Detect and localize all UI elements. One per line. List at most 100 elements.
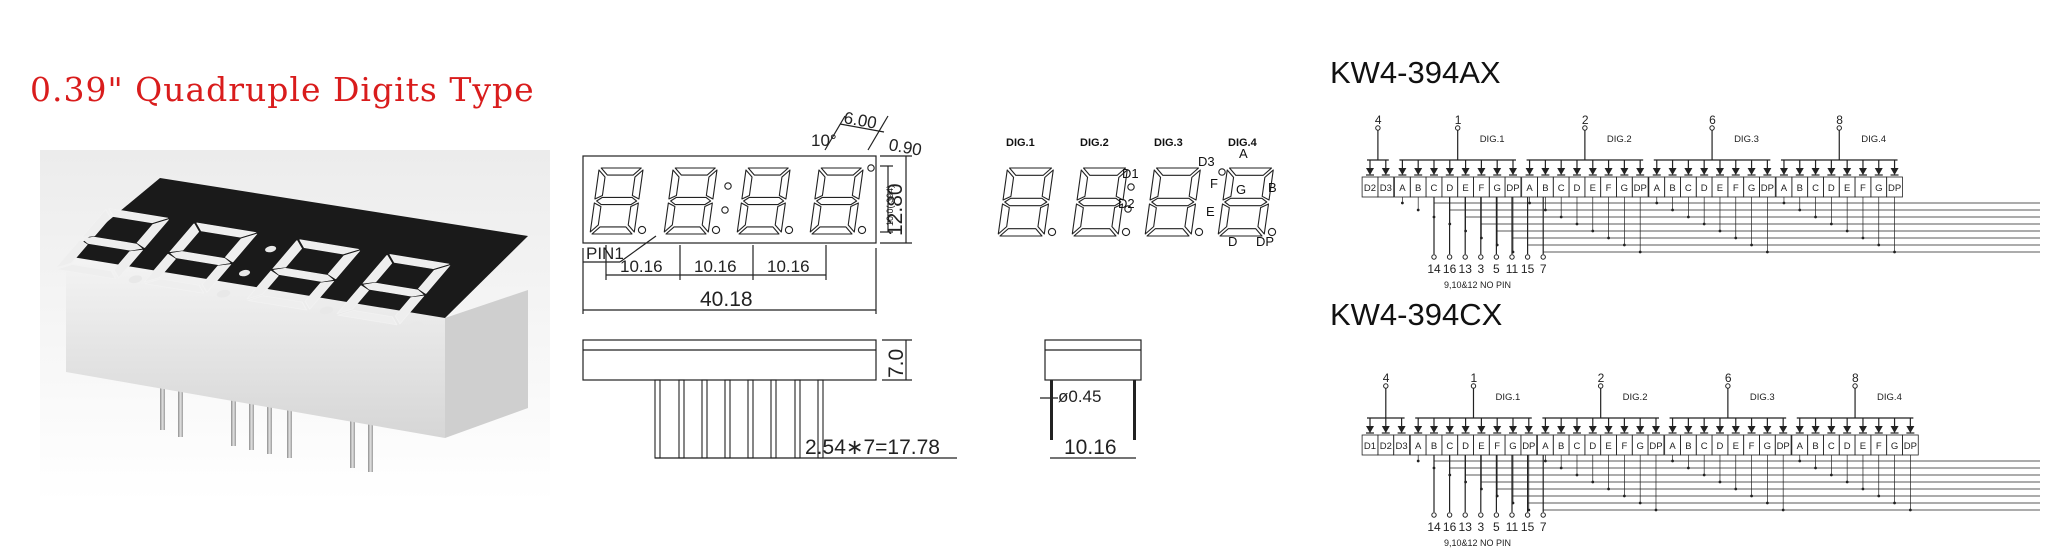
segment-g [170,251,231,266]
bus-pin-node-3 [1597,383,1604,389]
cell-junction-23 [1718,229,1722,233]
diode-29 [1811,168,1820,175]
out-pin-7: 15 [1521,262,1535,276]
segment-f [594,169,606,200]
out-pin-5: 5 [1493,520,1500,534]
pin1-label: PIN1 [586,244,624,263]
bus-pin-node-3 [1582,125,1588,131]
segment-f [272,240,303,269]
common-pin-3: 2 [1582,113,1589,127]
cell-junction-32 [1861,487,1865,491]
cell-label-1: D2 [1364,183,1376,194]
segment-e [589,202,602,233]
diode-17 [1620,426,1629,433]
label-digit-1 [997,167,1054,237]
cell-label-28: A [1797,441,1804,452]
diode-21 [1684,426,1693,433]
diode-8 [1477,426,1486,433]
segment-c [774,202,786,233]
cell-junction-30 [1829,473,1833,477]
model-cx-title: KW4-394CX [1330,297,1503,332]
cell-label-17: G [1621,183,1628,194]
out-pin-2: 16 [1443,262,1457,276]
product-photo [40,150,550,502]
cell-junction-18 [1638,250,1642,254]
photo-body-front [66,256,445,438]
segment-b [136,219,170,248]
cell-label-15: D [1589,441,1596,452]
cell-label-27: A [1781,183,1788,194]
cell-junction-19 [1655,201,1659,205]
diode-10 [1508,168,1517,175]
cell-label-5: C [1431,183,1438,194]
segment-d [144,278,205,294]
no-pin-note: 9,10&12 NO PIN [1444,280,1511,290]
cell-junction-15 [1591,480,1595,484]
segment-b [327,250,361,280]
photo-pin-8 [368,380,373,472]
out-node-5 [1493,254,1500,260]
cell-label-6: D [1446,183,1453,194]
out-pin-8: 7 [1540,520,1547,534]
bus-pin-node-2 [1470,383,1477,389]
diode-13 [1557,168,1566,175]
no-pin-note: 9,10&12 NO PIN [1444,538,1511,548]
cell-label-17: F [1621,441,1627,452]
front-dp-1 [637,225,647,235]
segment-e [246,270,279,300]
segment-g [1224,197,1268,207]
diode-24 [1731,426,1740,433]
label-dp-2 [1121,227,1131,237]
segment-g [743,196,785,206]
cell-label-30: D [1828,183,1835,194]
cell-junction-7 [1464,480,1467,484]
cell-label-2: D2 [1380,441,1392,452]
diode-20 [1668,426,1677,433]
dim-height-label: 12.80 [884,183,907,236]
cell-label-10: DP [1506,183,1519,194]
diode-24 [1731,168,1740,175]
diode-9 [1493,168,1502,175]
digit-label-3: DIG.3 [1154,137,1183,149]
diode-17 [1620,168,1629,175]
out-node-5 [1493,512,1500,518]
end-pin-right [1133,380,1136,440]
cell-label-28: B [1797,183,1803,194]
cell-junction-21 [1686,466,1690,470]
diode-2 [1381,426,1390,433]
out-node-8 [1540,512,1546,518]
segment-c [394,295,425,325]
cell-junction-25 [1750,494,1753,498]
diode-8 [1477,168,1486,175]
cell-junction-10 [1511,250,1515,254]
cell-junction-32 [1861,236,1865,240]
out-node-7 [1524,254,1531,260]
segment-a [1082,167,1127,176]
front-dp-4 [857,225,867,235]
cell-label-12: B [1542,183,1548,194]
end-body [1044,339,1142,381]
seg-label-a: A [1239,146,1248,161]
cell-junction-21 [1686,215,1690,219]
diode-30 [1827,168,1836,175]
cell-junction-6 [1448,222,1452,226]
cell-label-15: E [1590,183,1596,194]
diode-26 [1763,426,1772,433]
cell-label-3: A [1399,183,1406,194]
diode-23 [1715,168,1724,175]
cell-label-13: C [1558,183,1565,194]
segment-g [1078,197,1122,207]
diode-16 [1604,168,1613,175]
diode-13 [1557,426,1566,433]
out-pin-5: 5 [1493,262,1500,276]
bus-pin-node-4 [1725,383,1731,389]
cell-label-24: E [1733,441,1739,452]
segment-f [668,169,680,200]
segment-b [778,169,791,200]
cell-label-21: C [1685,183,1692,194]
cell-label-23: E [1717,183,1723,194]
cell-junction-12 [1543,208,1547,212]
cell-junction-27 [1782,201,1786,205]
